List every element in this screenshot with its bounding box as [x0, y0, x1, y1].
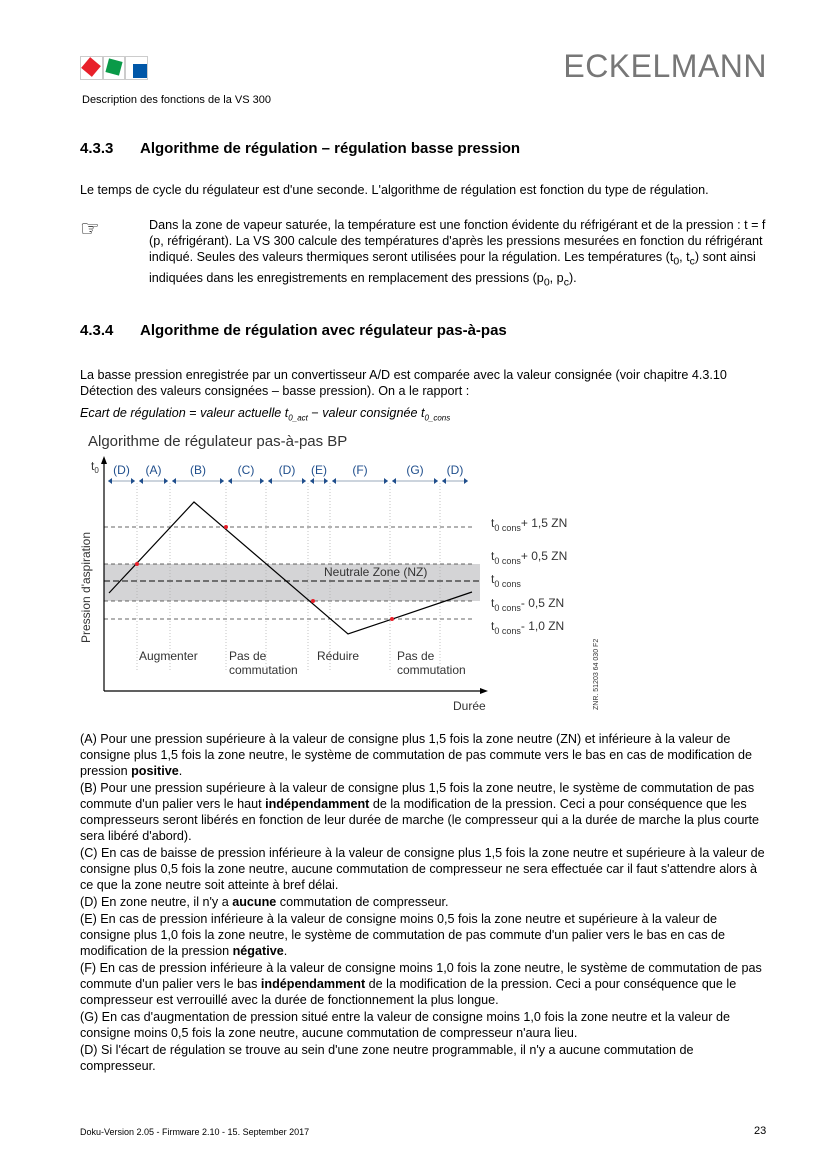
phase-label: (C)	[238, 463, 255, 477]
neutral-zone-band	[104, 564, 480, 601]
pressure-curve	[108, 501, 473, 635]
explanation-item: (E) En cas de pression inférieure à la v…	[80, 912, 726, 958]
phase-arrowhead	[139, 478, 143, 484]
phase-arrowhead	[442, 478, 446, 484]
phase-label: (D)	[279, 463, 296, 477]
section-intro: Le temps de cycle du régulateur est d'un…	[80, 183, 709, 197]
action-label: commutation	[229, 663, 298, 677]
phase-arrowhead	[310, 478, 314, 484]
formula: Ecart de régulation = valeur actuelle t0…	[80, 406, 451, 423]
phase-arrowhead	[384, 478, 388, 484]
y-axis-arrow	[101, 456, 107, 464]
x-axis-arrow	[480, 688, 488, 694]
phase-arrowhead	[172, 478, 176, 484]
phase-label: (E)	[311, 463, 327, 477]
phase-label: (A)	[146, 463, 162, 477]
level-label: t0 cons- 0,5 ZN	[491, 596, 564, 613]
document-subtitle: Description des fonctions de la VS 300	[82, 94, 271, 106]
switch-point	[390, 617, 394, 621]
y-axis-label: Pression d'aspiration	[79, 532, 93, 643]
phase-arrowhead	[392, 478, 396, 484]
footer-version: Doku-Version 2.05 - Firmware 2.10 - 15. …	[80, 1127, 310, 1137]
phase-arrowhead	[260, 478, 264, 484]
eckelmann-logo	[80, 56, 149, 80]
explanation-item: (D) Si l'écart de régulation se trouve a…	[80, 1043, 694, 1073]
phase-arrowhead	[434, 478, 438, 484]
phase-arrowhead	[268, 478, 272, 484]
phase-arrowhead	[302, 478, 306, 484]
phase-arrowhead	[131, 478, 135, 484]
action-label: Pas de	[397, 649, 435, 663]
phase-arrowhead	[324, 478, 328, 484]
switch-point	[224, 525, 228, 529]
switch-point	[135, 562, 139, 566]
figure-reference: ZNR. 51203 64 030 F2	[593, 639, 600, 710]
phase-label: (D)	[113, 463, 130, 477]
explanation-item: (C) En cas de baisse de pression inférie…	[80, 846, 765, 892]
explanation-item: (B) Pour une pression supérieure à la va…	[80, 781, 760, 843]
phase-arrowhead	[464, 478, 468, 484]
explanation-item: (D) En zone neutre, il n'y a aucune comm…	[80, 895, 449, 909]
explanation-item: (F) En cas de pression inférieure à la v…	[80, 961, 762, 1007]
pointing-hand-icon: ☞	[80, 216, 100, 241]
phase-arrowhead	[220, 478, 224, 484]
page-number: 23	[754, 1125, 767, 1137]
x-axis-label: Durée	[453, 699, 486, 713]
phase-arrowhead	[108, 478, 112, 484]
explanation-item: (G) En cas d'augmentation de pression si…	[80, 1010, 730, 1040]
phase-label: (F)	[352, 463, 367, 477]
level-label: t0 cons	[491, 572, 521, 589]
level-label: t0 cons- 1,0 ZN	[491, 619, 564, 636]
action-label: Réduire	[317, 649, 359, 663]
phase-arrowhead	[332, 478, 336, 484]
explanation-item: (A) Pour une pression supérieure à la va…	[80, 732, 753, 778]
diagram-title: Algorithme de régulateur pas-à-pas BP	[88, 433, 347, 450]
phase-label: (B)	[190, 463, 206, 477]
phase-label: (D)	[447, 463, 464, 477]
action-label: commutation	[397, 663, 466, 677]
level-label: t0 cons+ 1,5 ZN	[491, 516, 567, 533]
action-label: Pas de	[229, 649, 267, 663]
level-label: t0 cons+ 0,5 ZN	[491, 549, 567, 566]
switch-point	[311, 599, 315, 603]
t0-label: t0	[91, 459, 99, 475]
phase-arrowhead	[228, 478, 232, 484]
action-label: Augmenter	[139, 649, 198, 663]
phase-label: (G)	[406, 463, 423, 477]
phase-arrowhead	[164, 478, 168, 484]
section-intro: La basse pression enregistrée par un con…	[80, 368, 727, 398]
note-text: Dans la zone de vapeur saturée, la tempé…	[149, 218, 766, 289]
neutral-zone-label: Neutrale Zone (NZ)	[324, 565, 427, 579]
explanation-list: (A) Pour une pression supérieure à la va…	[80, 731, 770, 1075]
brand-name: ECKELMANN	[563, 48, 767, 84]
